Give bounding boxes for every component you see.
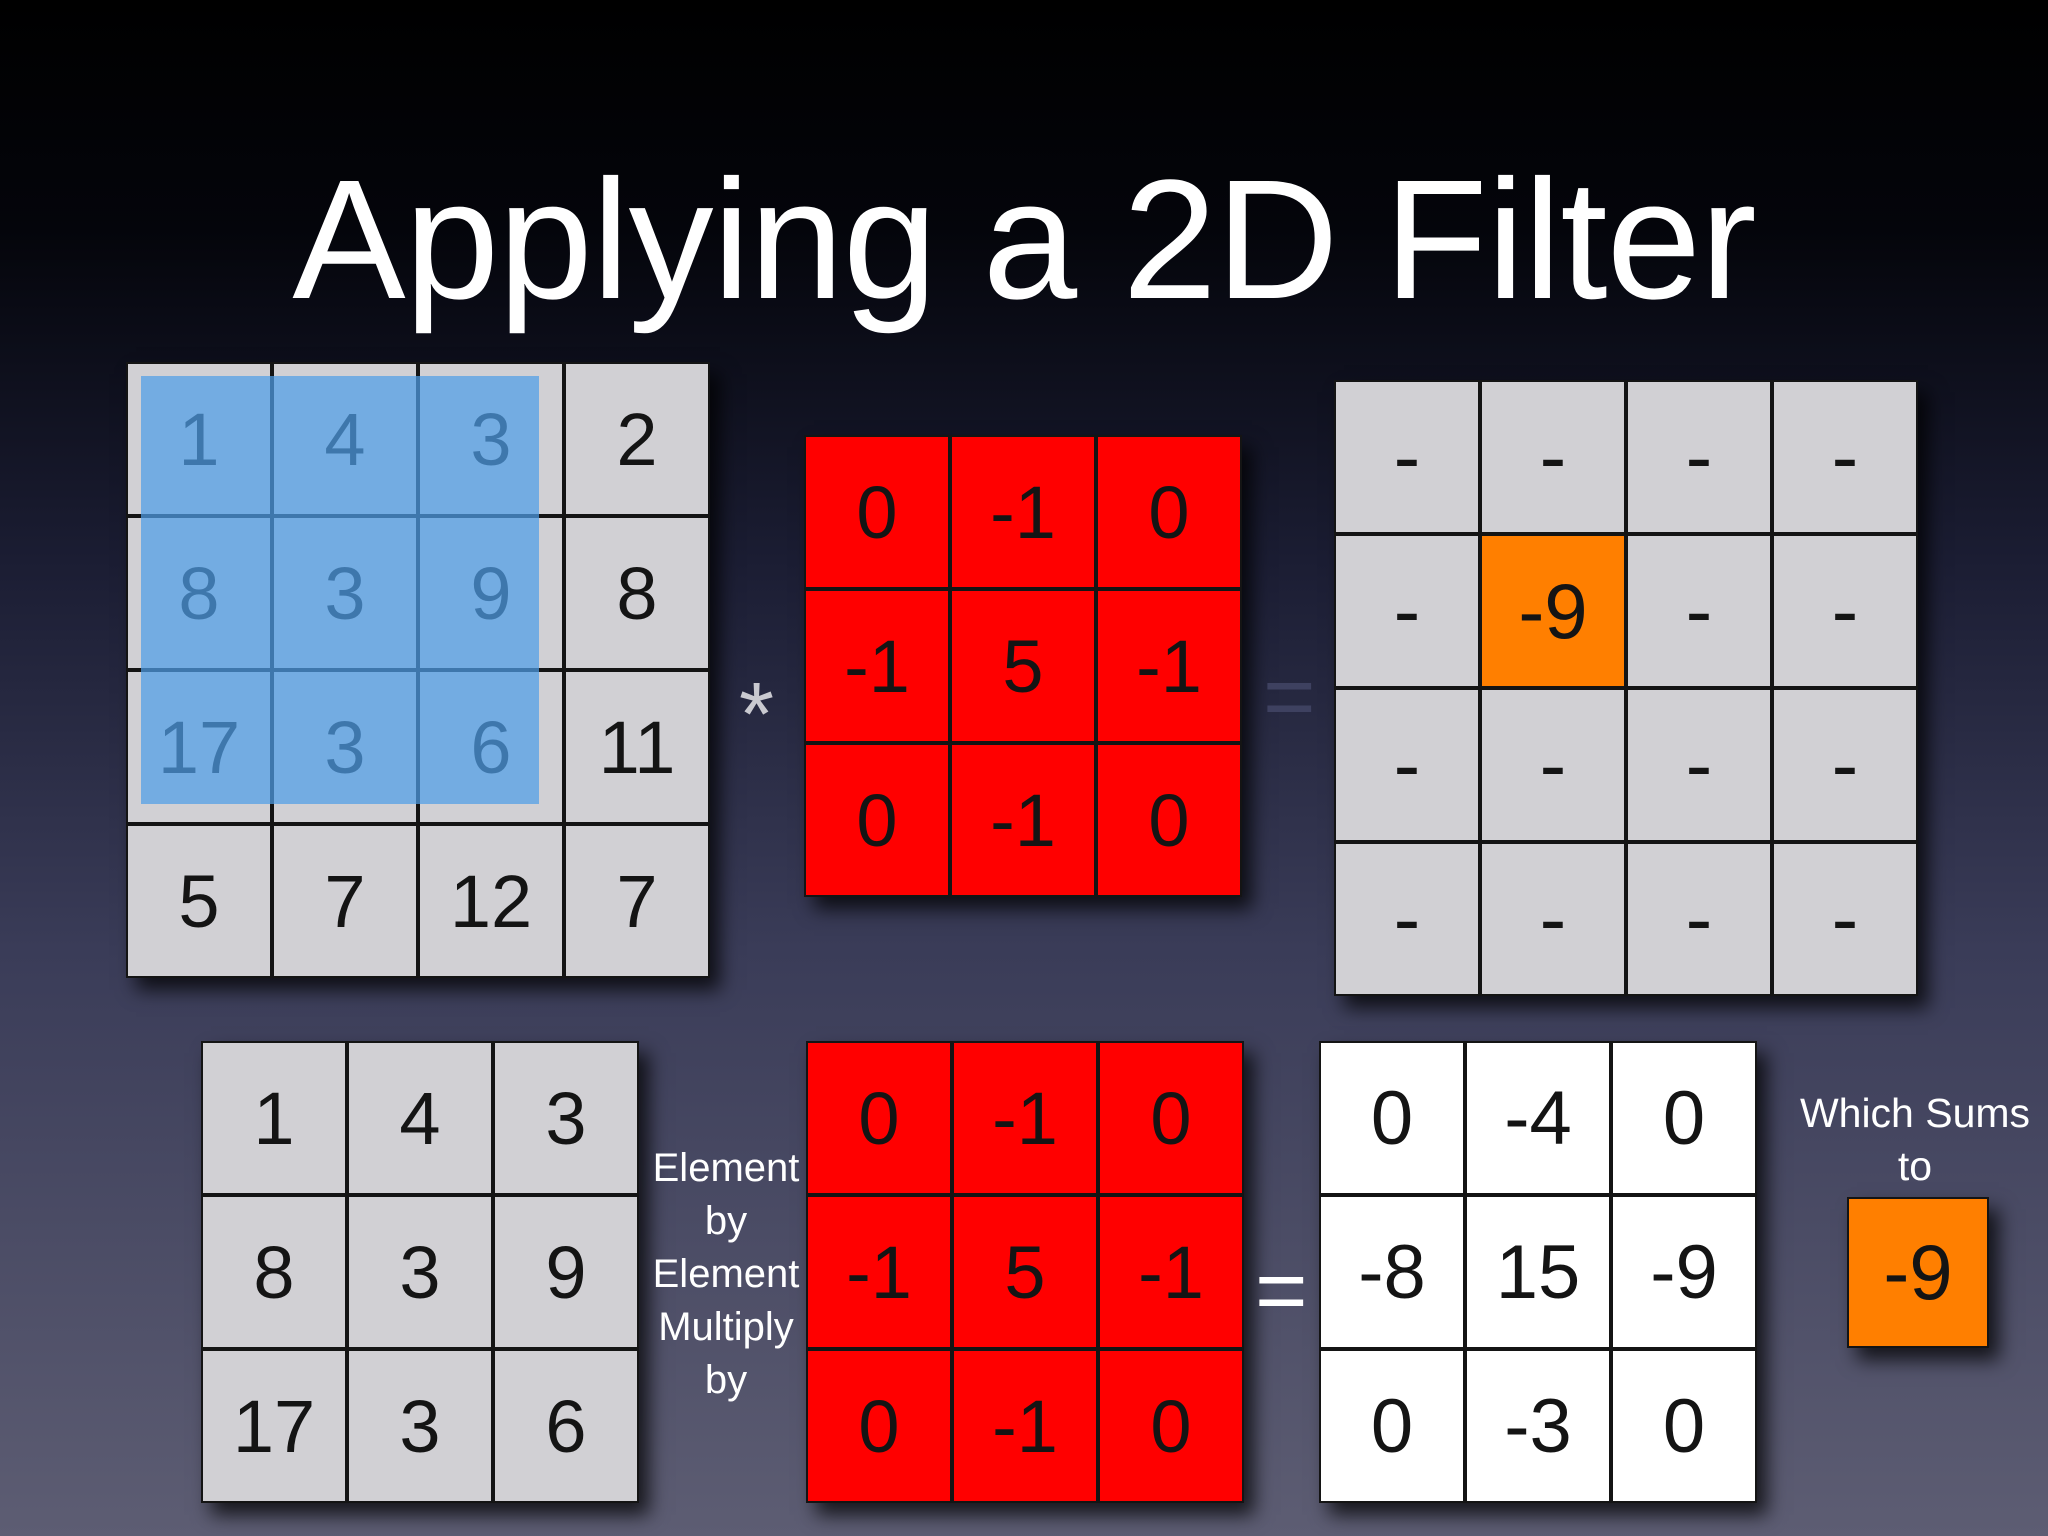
input-cell: 3 (272, 670, 418, 824)
product-cell: 0 (1319, 1349, 1465, 1503)
window-cell: 3 (347, 1349, 493, 1503)
kernel-cell: -1 (806, 1195, 952, 1349)
kernel-cell: 0 (806, 1349, 952, 1503)
kernel-cell: -1 (1098, 1195, 1244, 1349)
sum-result: -9 (1847, 1197, 1989, 1348)
kernel-cell: -1 (952, 1349, 1098, 1503)
equals-operator-top: = (1263, 647, 1316, 747)
product-cell: 0 (1611, 1349, 1757, 1503)
window-cell: 3 (493, 1041, 639, 1195)
kernel-cell: 5 (952, 1195, 1098, 1349)
output-cell: - (1626, 688, 1772, 842)
product-cell: -9 (1611, 1195, 1757, 1349)
kernel-cell: 0 (1098, 1041, 1244, 1195)
multiply-note-line: Element (652, 1252, 800, 1296)
output-cell: - (1334, 380, 1480, 534)
kernel-cell: 0 (1098, 1349, 1244, 1503)
kernel-cell: -1 (952, 1041, 1098, 1195)
input-cell: 7 (272, 824, 418, 978)
output-cell-result: -9 (1480, 534, 1626, 688)
input-cell: 8 (564, 516, 710, 670)
kernel-cell: -1 (804, 589, 950, 743)
window-cell: 9 (493, 1195, 639, 1349)
kernel-matrix-bottom: 0 -1 0 -1 5 -1 0 -1 0 (806, 1041, 1244, 1503)
sum-note-line: Which Sums (1799, 1090, 2031, 1136)
multiply-note: Element by Element Multiply by (641, 1142, 811, 1407)
input-matrix: 1 4 3 2 8 3 9 8 17 3 6 11 5 7 12 7 (126, 362, 710, 978)
input-cell: 12 (418, 824, 564, 978)
convolve-operator: * (739, 665, 775, 765)
kernel-cell: -1 (950, 743, 1096, 897)
input-cell: 6 (418, 670, 564, 824)
output-cell: - (1334, 534, 1480, 688)
product-cell: -3 (1465, 1349, 1611, 1503)
kernel-cell: 0 (804, 743, 950, 897)
multiply-note-line: Multiply (658, 1305, 794, 1349)
input-cell: 2 (564, 362, 710, 516)
output-cell: - (1772, 380, 1918, 534)
output-cell: - (1480, 842, 1626, 996)
output-cell: - (1480, 688, 1626, 842)
multiply-note-line: Element (652, 1146, 800, 1190)
multiply-note-line: by (704, 1358, 748, 1402)
kernel-cell: 0 (1096, 743, 1242, 897)
output-cell: - (1772, 534, 1918, 688)
kernel-cell: 0 (806, 1041, 952, 1195)
input-cell: 9 (418, 516, 564, 670)
window-cell: 6 (493, 1349, 639, 1503)
input-cell: 1 (126, 362, 272, 516)
input-cell: 5 (126, 824, 272, 978)
sum-note: Which Sums to (1785, 1087, 2045, 1193)
kernel-cell: -1 (1096, 589, 1242, 743)
output-cell: - (1334, 688, 1480, 842)
output-cell: - (1626, 534, 1772, 688)
products-matrix: 0 -4 0 -8 15 -9 0 -3 0 (1319, 1041, 1757, 1503)
product-cell: -8 (1319, 1195, 1465, 1349)
kernel-cell: -1 (950, 435, 1096, 589)
window-cell: 1 (201, 1041, 347, 1195)
output-cell: - (1334, 842, 1480, 996)
kernel-cell: 0 (1096, 435, 1242, 589)
equals-operator-bottom: = (1255, 1241, 1308, 1341)
product-cell: 0 (1611, 1041, 1757, 1195)
window-cell: 3 (347, 1195, 493, 1349)
product-cell: -4 (1465, 1041, 1611, 1195)
product-cell: 0 (1319, 1041, 1465, 1195)
input-cell: 4 (272, 362, 418, 516)
output-cell: - (1772, 688, 1918, 842)
window-cell: 4 (347, 1041, 493, 1195)
output-cell: - (1626, 842, 1772, 996)
output-cell: - (1480, 380, 1626, 534)
kernel-cell: 5 (950, 589, 1096, 743)
window-cell: 8 (201, 1195, 347, 1349)
slide-title: Applying a 2D Filter (292, 145, 1756, 335)
input-cell: 8 (126, 516, 272, 670)
output-cell: - (1626, 380, 1772, 534)
input-cell: 7 (564, 824, 710, 978)
output-cell: - (1772, 842, 1918, 996)
input-cell: 3 (418, 362, 564, 516)
kernel-cell: 0 (804, 435, 950, 589)
window-cell: 17 (201, 1349, 347, 1503)
window-matrix: 1 4 3 8 3 9 17 3 6 (201, 1041, 639, 1503)
product-cell: 15 (1465, 1195, 1611, 1349)
input-cell: 17 (126, 670, 272, 824)
multiply-note-line: by (704, 1199, 748, 1243)
sum-note-line: to (1897, 1143, 1933, 1189)
input-cell: 3 (272, 516, 418, 670)
input-cell: 11 (564, 670, 710, 824)
output-matrix: - - - - - -9 - - - - - - - - - - (1334, 380, 1918, 996)
kernel-matrix: 0 -1 0 -1 5 -1 0 -1 0 (804, 435, 1242, 897)
